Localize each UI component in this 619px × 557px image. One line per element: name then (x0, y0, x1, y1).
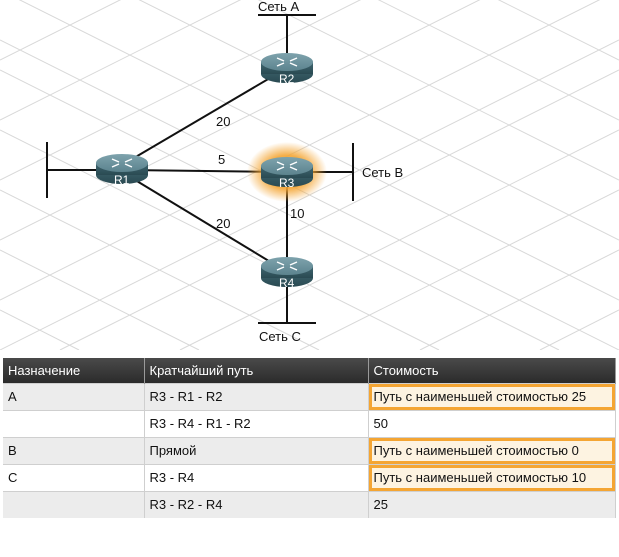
cost-label-r1-r3: 5 (218, 152, 225, 167)
router-r2[interactable]: R2 (261, 53, 313, 86)
cell-cost: Путь с наименьшей стоимостью 10 (368, 464, 616, 492)
column-header-shortest-path: Кратчайший путь (144, 358, 369, 384)
router-arrows-icon (111, 158, 133, 168)
network-label-a: Сеть A (258, 0, 300, 14)
router-label-r1: R1 (114, 173, 130, 187)
router-r1[interactable]: R1 (96, 154, 148, 187)
cell-path: Прямой (144, 437, 369, 465)
network-label-c: Сеть C (259, 329, 301, 344)
cell-destination (3, 410, 145, 438)
router-arrows-icon (276, 261, 298, 271)
router-label-r2: R2 (279, 72, 295, 86)
cost-label-r3-r4: 10 (290, 206, 304, 221)
router-arrows-icon (276, 161, 298, 171)
background-grid (0, 0, 619, 350)
link-r1-r4 (121, 171, 288, 273)
router-r4[interactable]: R4 (261, 257, 313, 290)
cell-path: R3 - R2 - R4 (144, 491, 369, 518)
cell-path: R3 - R4 (144, 464, 369, 492)
cost-label-r1-r4: 20 (216, 216, 230, 231)
router-r3[interactable]: R3 (261, 157, 313, 190)
network-label-b: Сеть B (362, 165, 403, 180)
router-label-r4: R4 (279, 276, 295, 290)
cell-destination (3, 491, 145, 518)
cell-destination: A (3, 383, 145, 411)
router-label-r3: R3 (279, 176, 295, 190)
cell-cost: Путь с наименьшей стоимостью 0 (368, 437, 616, 465)
cost-label-r1-r2: 20 (216, 114, 230, 129)
cell-destination: C (3, 464, 145, 492)
column-header-cost: Стоимость (368, 358, 616, 384)
link-r1-r2 (121, 67, 288, 166)
network-topology-diagram: 20 5 20 10 Сеть A Сеть B Сеть C R1 R2 (0, 0, 619, 350)
table-header-row: Назначение Кратчайший путь Стоимость (3, 358, 616, 384)
cell-cost: 25 (368, 491, 616, 518)
cell-path: R3 - R4 - R1 - R2 (144, 410, 369, 438)
cell-cost: 50 (368, 410, 616, 438)
cell-destination: B (3, 437, 145, 465)
column-header-destination: Назначение (3, 358, 145, 384)
cell-cost: Путь с наименьшей стоимостью 25 (368, 383, 616, 411)
cell-path: R3 - R1 - R2 (144, 383, 369, 411)
router-arrows-icon (276, 57, 298, 67)
